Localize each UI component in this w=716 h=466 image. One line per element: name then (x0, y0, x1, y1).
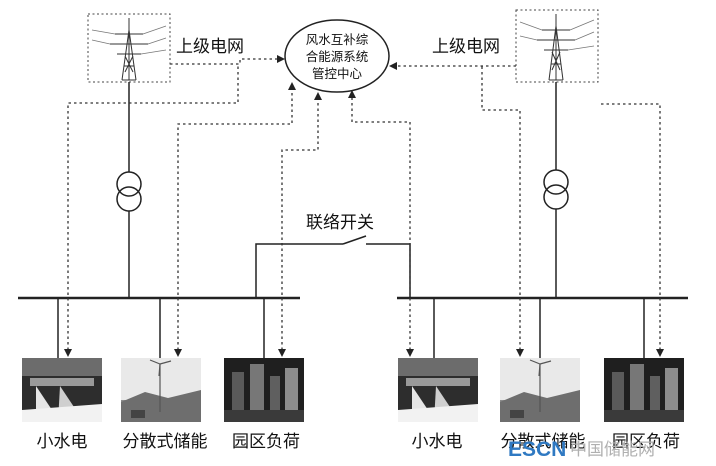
tie-switch-label: 联络开关 (306, 213, 374, 233)
left-transformer-icon (116, 171, 142, 212)
control-center-line3: 管控中心 (312, 66, 363, 81)
comm-lines (64, 55, 664, 357)
left-grid-label: 上级电网 (176, 37, 244, 57)
left-hydro-label: 小水电 (37, 432, 88, 452)
left-grid-tower (87, 13, 171, 83)
right-hydro-label: 小水电 (412, 432, 463, 452)
right-hydro-image (398, 358, 478, 422)
control-center: 风水互补综 合能源系统 管控中心 (284, 19, 390, 93)
watermark-brand: ESCN (508, 438, 566, 461)
left-unit-drops (57, 298, 265, 358)
watermark-text: 中国储能网 (570, 440, 655, 460)
right-storage-label: 分散式储能 (501, 432, 586, 452)
control-center-line1: 风水互补综 (306, 32, 369, 47)
left-storage-image (121, 358, 201, 422)
right-grid-label: 上级电网 (432, 37, 500, 57)
left-storage-label: 分散式储能 (123, 432, 208, 452)
right-load-image (604, 358, 684, 422)
left-hydro-image (22, 358, 102, 422)
right-load-label: 园区负荷 (612, 432, 680, 452)
control-center-line2: 合能源系统 (306, 49, 369, 64)
right-grid-tower (515, 9, 599, 83)
right-storage-image (500, 358, 580, 422)
left-load-label: 园区负荷 (232, 432, 300, 452)
tie-switch (255, 235, 411, 298)
right-unit-drops (433, 298, 645, 358)
left-load-image (224, 358, 304, 422)
right-transformer-icon (543, 169, 569, 210)
